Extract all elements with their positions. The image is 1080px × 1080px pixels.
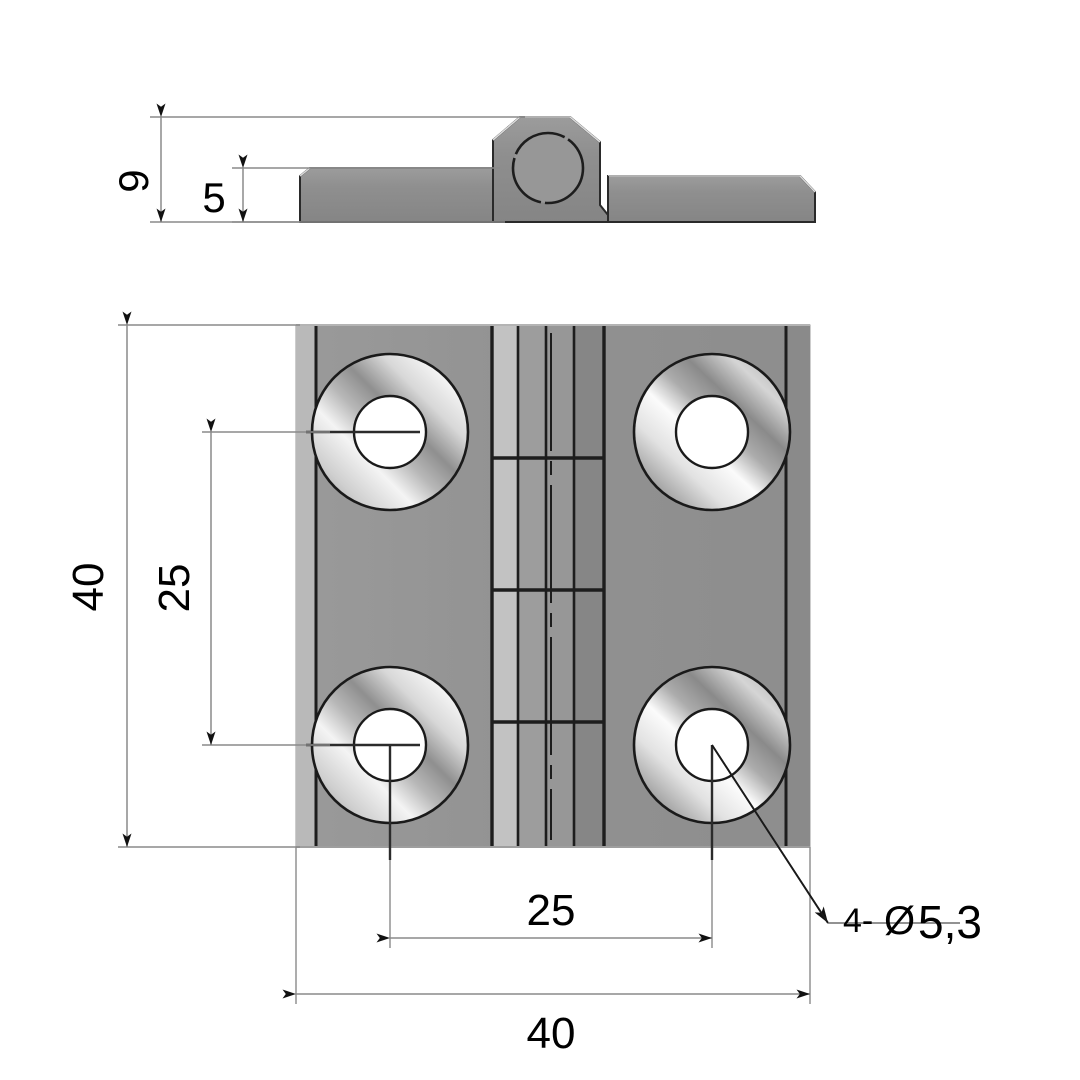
knuckle-band-2	[518, 325, 546, 847]
side-left-leaf	[299, 167, 506, 223]
dim-label-thickness-5: 5	[202, 174, 225, 221]
plate-right-strip	[786, 325, 810, 847]
hole-bore-top-right	[674, 394, 750, 470]
callout-count-label: 4-	[843, 902, 873, 940]
dim-label-height-40: 40	[64, 563, 113, 612]
side-knuckle-highlight	[492, 116, 601, 143]
callout-leader-line-shaft	[711, 744, 829, 924]
side-right-leaf-highlight	[608, 175, 816, 193]
knuckle-band-4	[574, 325, 604, 847]
knuckle-band-1	[492, 325, 518, 847]
dim-label-hspacing-25: 25	[527, 886, 576, 935]
side-view-group: 9 5	[110, 103, 816, 223]
side-right-leaf	[607, 175, 816, 223]
callout-diameter-label: 5,3	[918, 896, 982, 948]
dim-label-width-40: 40	[527, 1009, 576, 1058]
front-view-group: 40 25 25 40 4- Ø 5,3	[64, 311, 982, 1058]
diameter-symbol-icon: Ø	[884, 899, 915, 943]
side-pin-circle	[511, 131, 585, 205]
plate-left-light-strip	[296, 325, 316, 847]
dim-label-vspacing-25: 25	[150, 564, 199, 613]
hole-top-right	[632, 352, 792, 512]
dim-label-thickness-9: 9	[110, 169, 157, 192]
